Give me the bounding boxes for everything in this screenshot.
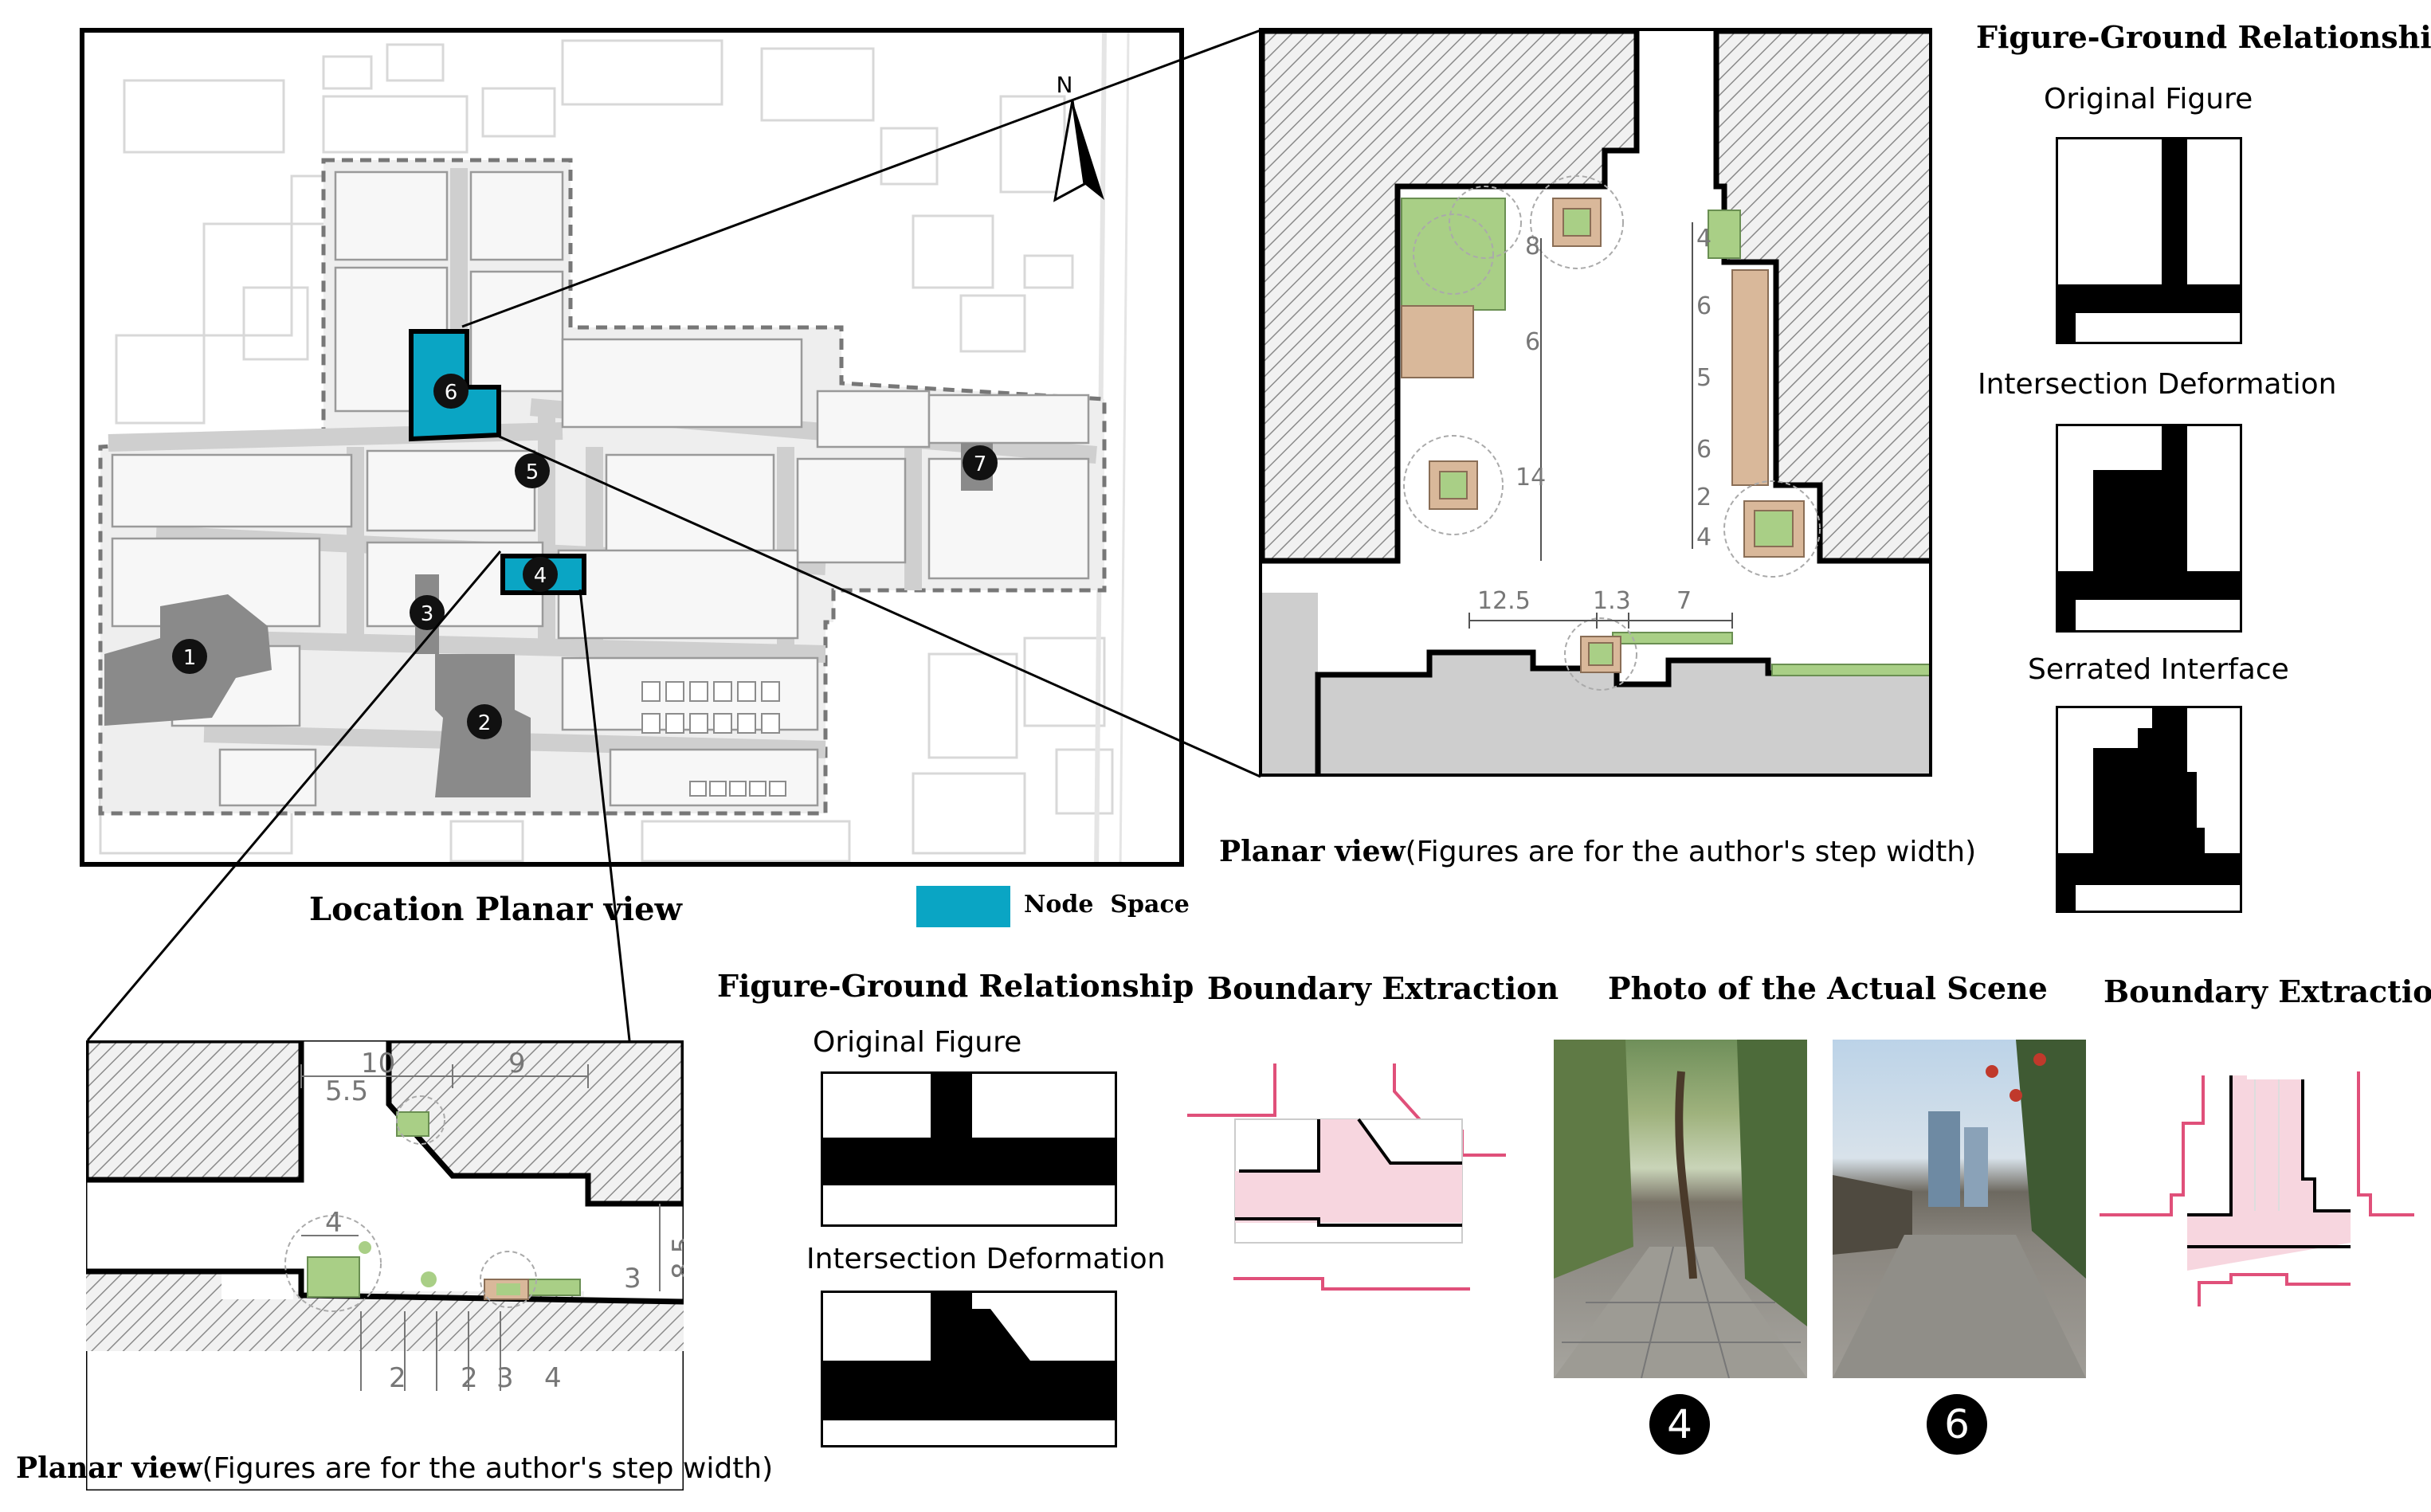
svg-text:5: 5: [526, 460, 539, 484]
node4-fg-original: [821, 1071, 1117, 1227]
node6-fg-label-3: Serrated Interface: [2028, 653, 2289, 686]
node6-plan-drawing: 8 6 14 4 6 5 6 2 4 12.5 1.3 7: [1262, 31, 1929, 774]
north-label: N: [1057, 72, 1073, 98]
dim-85: 8.5: [667, 1236, 684, 1279]
node4-plan: 10 9 5.5 4 3 8.5 2 2 3 4: [86, 1040, 684, 1490]
dim-h-1: 12.5: [1477, 587, 1531, 615]
node4-fg-deformation: [821, 1291, 1117, 1447]
svg-text:2: 2: [478, 711, 492, 735]
node4-plan-drawing: 10 9 5.5 4 3 8.5 2 2 3 4: [86, 1040, 684, 1490]
svg-text:1: 1: [183, 646, 197, 670]
node6-fg-label-2: Intersection Deformation: [1978, 368, 2337, 401]
north-arrow-icon: [1053, 100, 1104, 202]
node6-boundary-title: Boundary Extraction: [2104, 973, 2431, 1009]
photo-badge-6: 6: [1927, 1394, 1987, 1455]
svg-text:6: 6: [445, 381, 458, 405]
dim-v-right-4: 6: [1696, 436, 1712, 464]
dim-55: 5.5: [325, 1075, 368, 1107]
node6-caption: Planar view(Figures are for the author's…: [1219, 835, 1976, 868]
node4-caption-bold: Planar view: [16, 1451, 202, 1485]
legend-label: Node Space: [1024, 891, 1190, 919]
dim-bottom-1: 2: [389, 1362, 406, 1394]
node6-fg-original: [2056, 137, 2242, 344]
dim-v-right-1: 4: [1696, 225, 1712, 253]
dim-bottom-3: 3: [496, 1362, 514, 1394]
photo-node-6: [1833, 1040, 2086, 1378]
location-map: N 1 2 3 4 5 6 7: [80, 28, 1184, 867]
dim-bottom-4: 4: [544, 1362, 562, 1394]
dim-v-right-6: 4: [1696, 523, 1712, 551]
dim-3: 3: [624, 1263, 641, 1295]
node6-fg-deformation: [2056, 424, 2242, 633]
photo-node-4: [1554, 1040, 1807, 1378]
svg-text:3: 3: [421, 602, 434, 626]
dim-h-2: 1.3: [1593, 587, 1631, 615]
node6-caption-rest: (Figures are for the author's step width…: [1405, 836, 1977, 868]
photos-title: Photo of the Actual Scene: [1608, 970, 2048, 1006]
node6-plan: 8 6 14 4 6 5 6 2 4 12.5 1.3 7: [1259, 28, 1932, 777]
dim-4: 4: [325, 1207, 343, 1239]
node6-fg-serrated: [2056, 706, 2242, 913]
node6-caption-bold: Planar view: [1219, 835, 1406, 868]
dim-v-left-2: 6: [1525, 328, 1540, 356]
dim-v-right-3: 5: [1696, 364, 1712, 392]
node4-caption-rest: (Figures are for the author's step width…: [202, 1452, 774, 1485]
dim-h-3: 7: [1676, 587, 1692, 615]
photo-badge-4: 4: [1649, 1394, 1710, 1455]
node4-boundary-title: Boundary Extraction: [1207, 970, 1559, 1006]
node4-fg-label-2: Intersection Deformation: [806, 1243, 1166, 1275]
legend-swatch: [916, 886, 1010, 927]
node4-fg-label-1: Original Figure: [813, 1026, 1022, 1059]
node4-caption: Planar view(Figures are for the author's…: [16, 1451, 773, 1485]
node6-fg-label-1: Original Figure: [2044, 83, 2253, 116]
svg-text:7: 7: [974, 452, 987, 476]
dim-v-left-3: 14: [1515, 464, 1546, 492]
location-map-title: Location Planar view: [309, 891, 682, 928]
dim-top-1: 10: [361, 1048, 395, 1079]
dim-v-right-2: 6: [1696, 292, 1712, 320]
site-plan-drawing: N 1 2 3 4 5 6 7: [98, 33, 1130, 862]
dim-v-right-5: 2: [1696, 484, 1712, 511]
svg-text:4: 4: [534, 564, 547, 588]
node6-fg-title: Figure-Ground Relationship: [1976, 19, 2431, 55]
dim-v-left-1: 8: [1525, 233, 1540, 260]
dim-bottom-2: 2: [461, 1362, 478, 1394]
node4-fg-title: Figure-Ground Relationship: [717, 968, 1194, 1004]
dim-top-2: 9: [508, 1048, 526, 1079]
